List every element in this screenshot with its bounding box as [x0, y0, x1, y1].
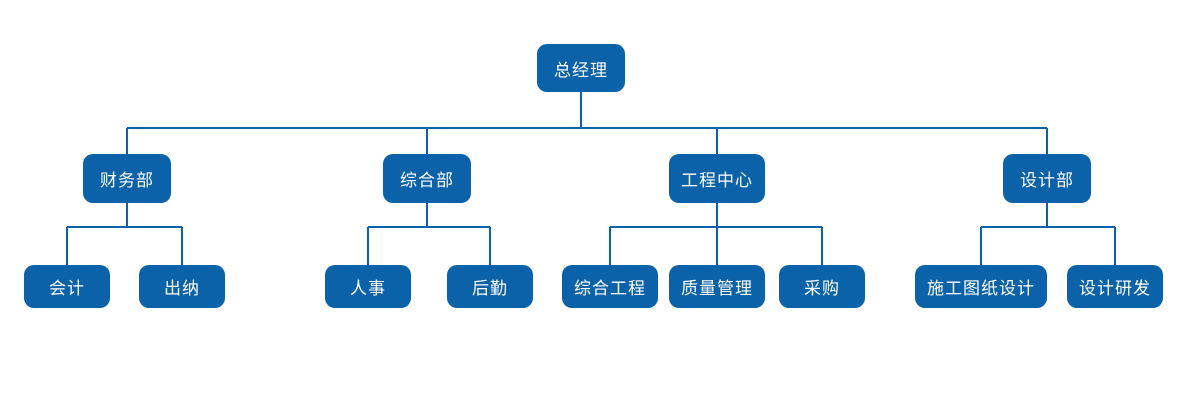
node-logistics: 后勤 [447, 265, 533, 308]
node-procurement: 采购 [779, 265, 865, 308]
node-construction-drawing-design: 施工图纸设计 [915, 265, 1047, 308]
node-general-affairs-dept: 综合部 [383, 154, 471, 203]
node-quality-management: 质量管理 [669, 265, 765, 308]
node-engineering-center: 工程中心 [669, 154, 765, 203]
connector-path [66, 92, 1116, 265]
node-general-engineering: 综合工程 [562, 265, 658, 308]
node-design-dept: 设计部 [1003, 154, 1091, 203]
node-general-manager: 总经理 [537, 44, 625, 92]
node-cashier: 出纳 [139, 265, 225, 308]
node-finance-dept: 财务部 [83, 154, 171, 203]
node-design-rnd: 设计研发 [1067, 265, 1163, 308]
node-hr: 人事 [325, 265, 411, 308]
node-accounting: 会计 [24, 265, 110, 308]
